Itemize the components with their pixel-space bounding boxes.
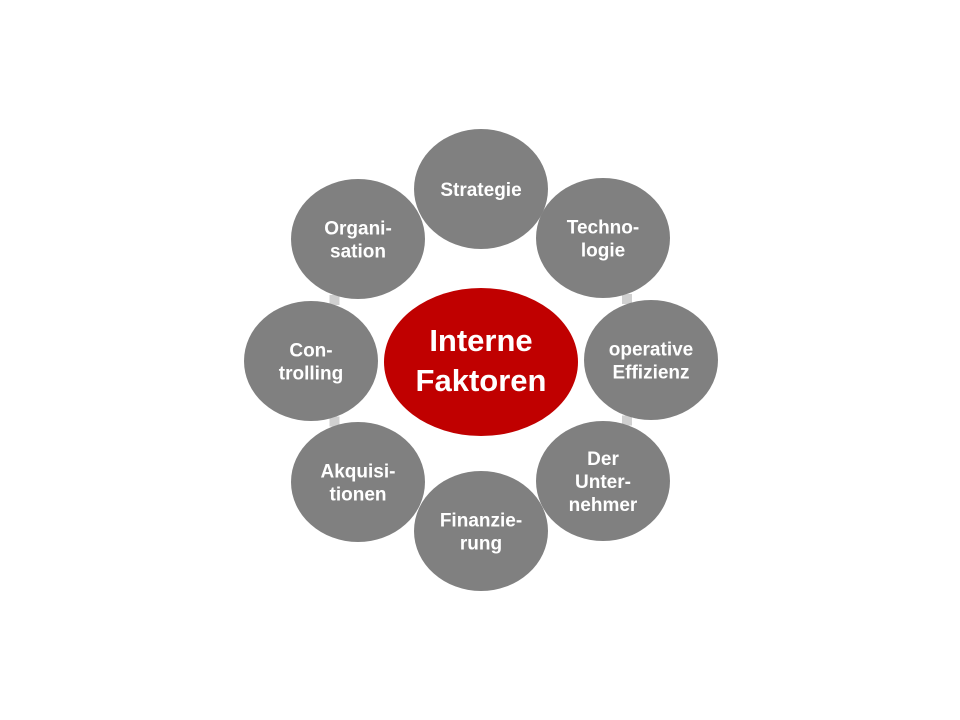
center-node-label: Interne	[429, 323, 532, 358]
node-strategie-label: Strategie	[440, 180, 521, 201]
node-akquisitionen: Akquisi-tionen	[291, 422, 425, 542]
connector-mark	[329, 416, 340, 427]
node-finanzierung: Finanzie-rung	[414, 471, 548, 591]
node-technologie-label: Techno-	[567, 218, 639, 239]
node-der-unternehmer-label: Unter-	[575, 472, 631, 493]
connector-mark	[622, 415, 632, 426]
node-der-unternehmer-label: Der	[587, 449, 619, 470]
node-der-unternehmer-label: nehmer	[569, 495, 638, 516]
node-organisation-shape	[291, 179, 425, 299]
node-der-unternehmer-shape	[536, 421, 670, 541]
node-organisation-label: Organi-	[324, 219, 392, 240]
node-organisation: Organi-sation	[291, 179, 425, 299]
node-controlling-label: trolling	[279, 364, 343, 385]
satellite-nodes: StrategieTechno-logieoperativeEffizienzD…	[244, 129, 718, 591]
node-akquisitionen-label: Akquisi-	[321, 462, 396, 483]
node-organisation-label: sation	[330, 242, 386, 263]
connector-mark	[622, 294, 632, 304]
node-technologie-shape	[536, 178, 670, 298]
connector-mark	[329, 295, 340, 305]
node-operative-effizienz-label: Effizienz	[612, 363, 689, 384]
node-finanzierung-label: rung	[460, 534, 502, 555]
node-technologie: Techno-logie	[536, 178, 670, 298]
connectors	[329, 294, 632, 427]
node-technologie-label: logie	[581, 241, 625, 262]
node-strategie: Strategie	[414, 129, 548, 249]
node-strategie-shape	[414, 129, 548, 249]
node-akquisitionen-shape	[291, 422, 425, 542]
node-finanzierung-label: Finanzie-	[440, 511, 522, 532]
node-controlling-label: Con-	[289, 341, 332, 362]
node-controlling: Con-trolling	[244, 301, 378, 421]
center-node-label: Faktoren	[416, 363, 547, 398]
node-operative-effizienz-shape	[584, 300, 718, 420]
node-akquisitionen-label: tionen	[330, 485, 387, 506]
center-node-shape	[384, 288, 578, 436]
node-controlling-shape	[244, 301, 378, 421]
node-operative-effizienz-label: operative	[609, 340, 693, 361]
node-finanzierung-shape	[414, 471, 548, 591]
